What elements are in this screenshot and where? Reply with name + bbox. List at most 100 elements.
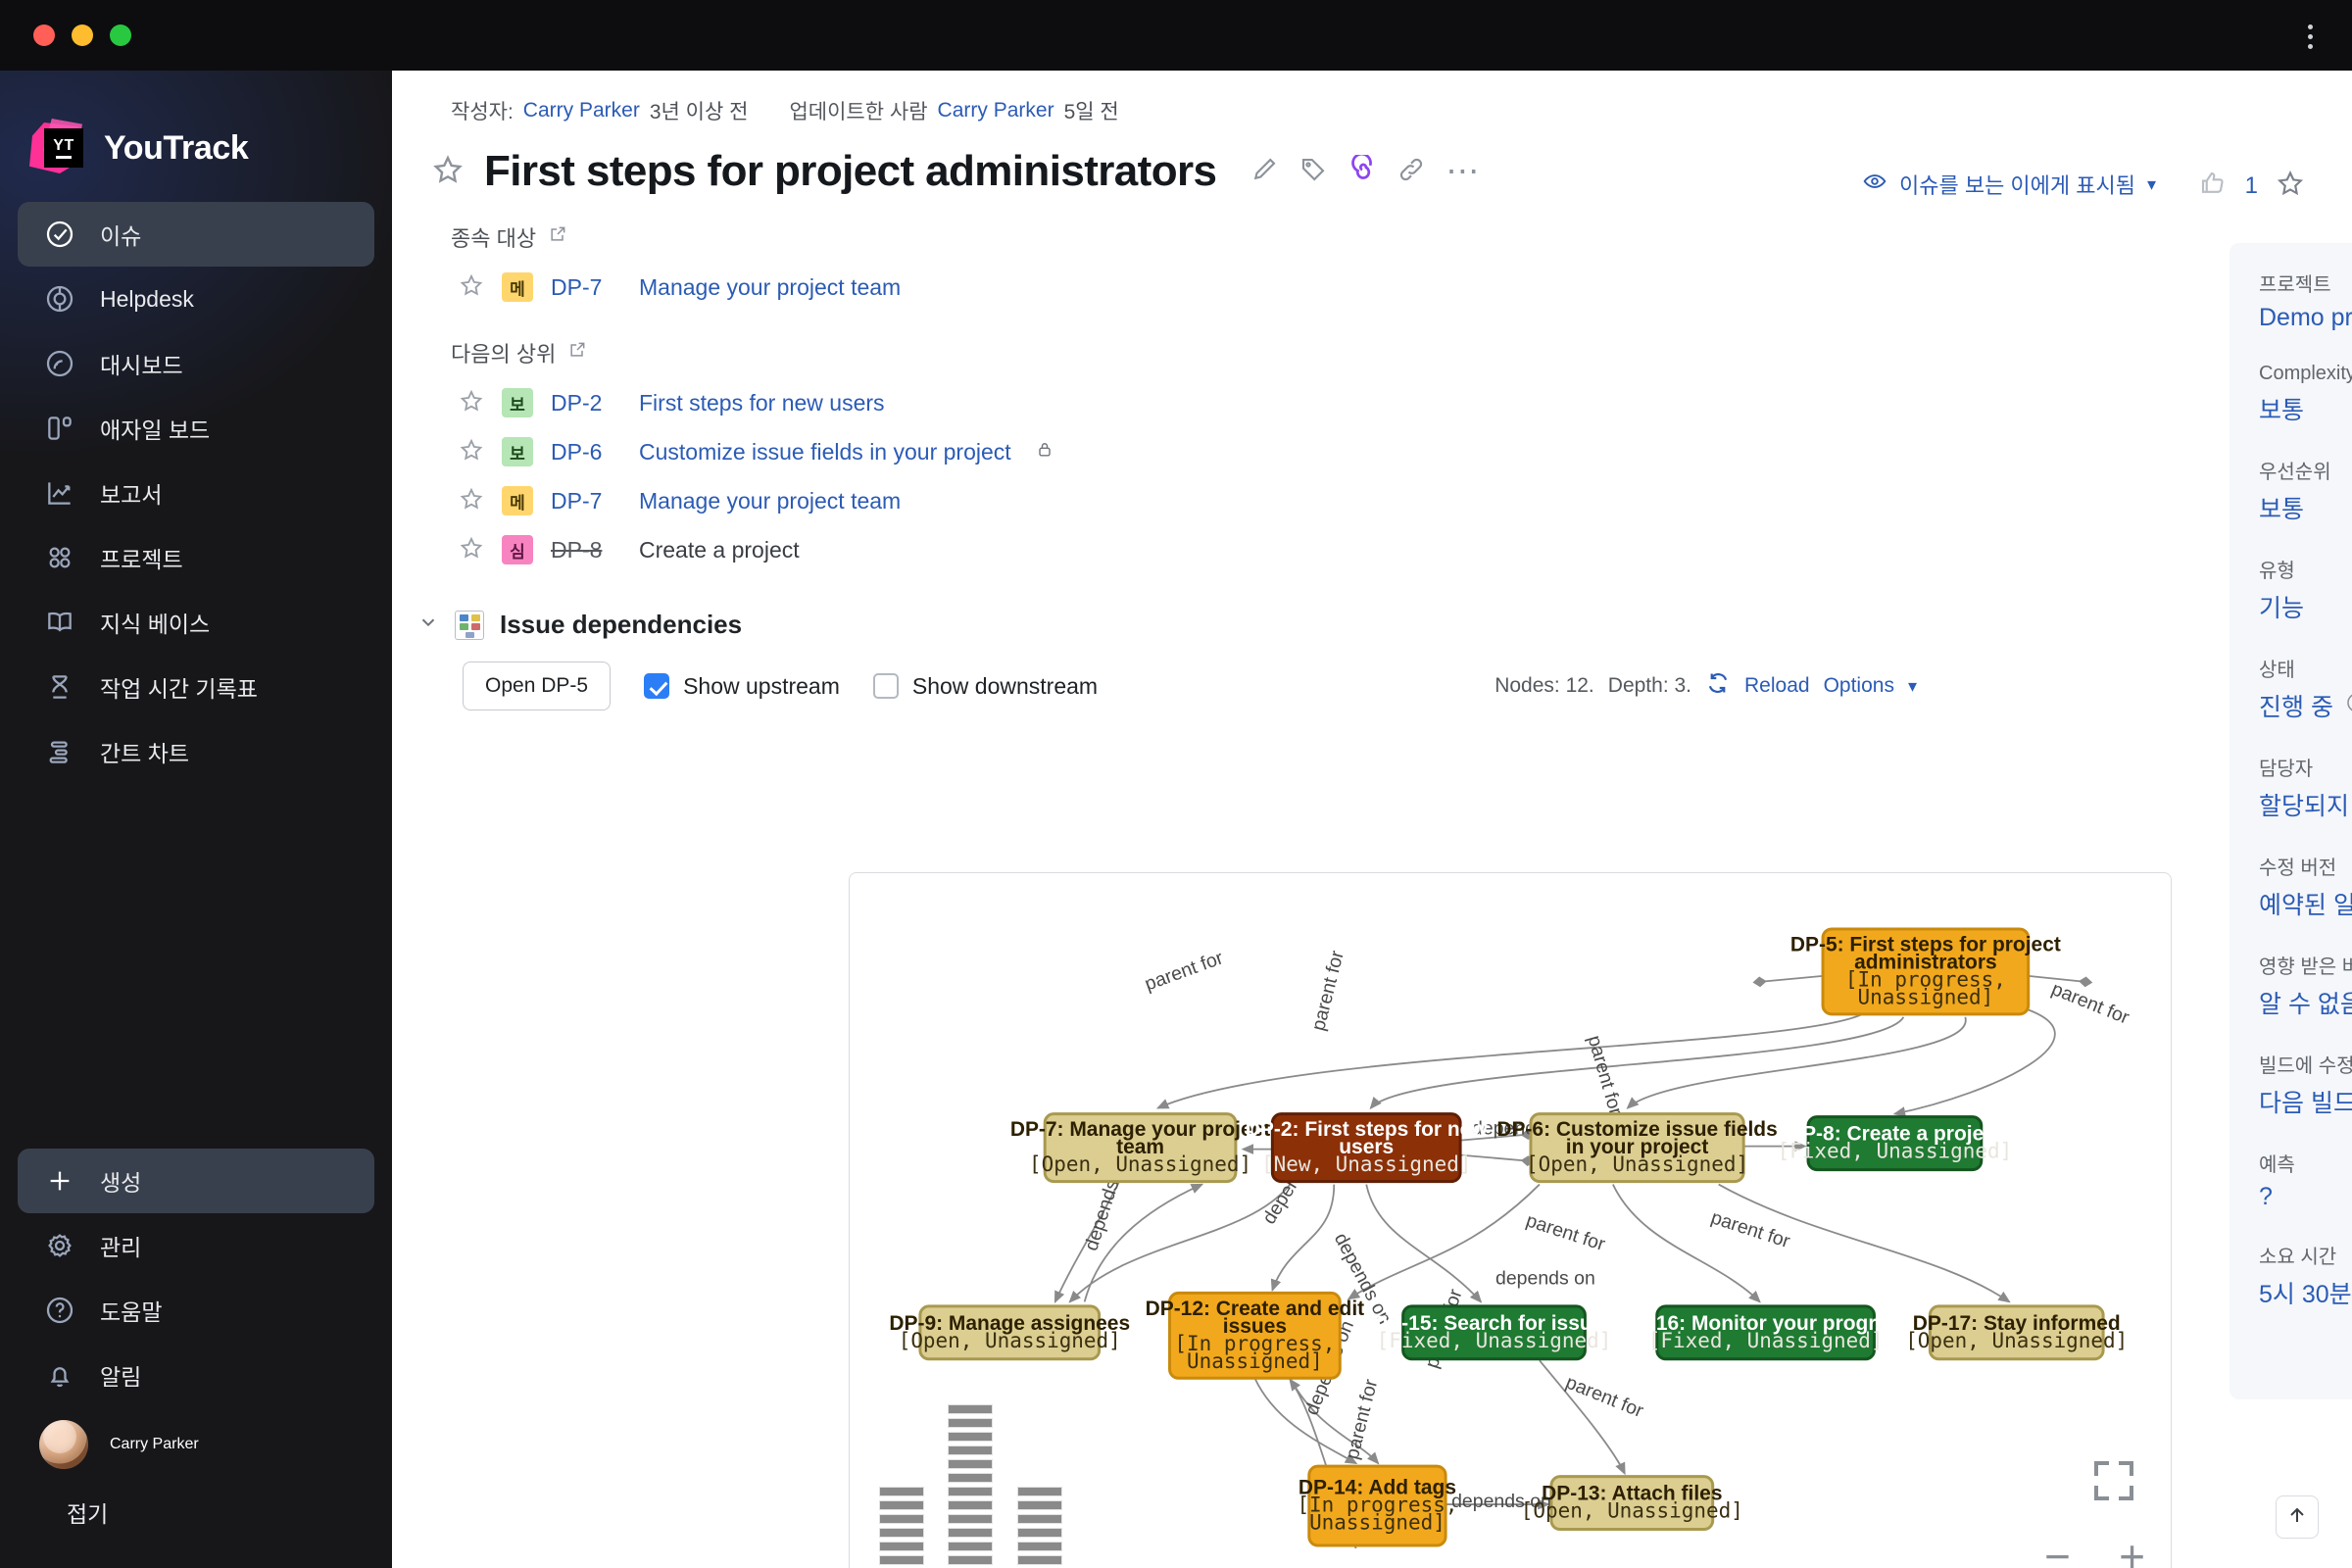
star-outline-icon[interactable] <box>459 272 484 303</box>
linked-issue-row[interactable]: 메 DP-7 Manage your project team <box>451 476 2352 525</box>
sidebar-item-administration[interactable]: 관리 <box>18 1213 374 1278</box>
issue-title-row: First steps for project administrators ⋯ <box>392 125 2352 196</box>
graph-node[interactable]: DP-5: First steps for projectadministrat… <box>1790 927 2061 1016</box>
watermark-bar-col <box>1016 1487 1062 1568</box>
star-outline-icon[interactable] <box>459 486 484 516</box>
field-value[interactable]: Demo project <box>2259 303 2352 333</box>
field-value[interactable]: 5시 30분 <box>2259 1281 2352 1308</box>
collapse-sidebar-button[interactable]: 접기 <box>18 1482 374 1543</box>
linked-issue-title[interactable]: First steps for new users <box>639 389 885 416</box>
sidebar-item-label: 도움말 <box>100 1299 163 1325</box>
star-outline-icon[interactable] <box>459 535 484 565</box>
minimize-window-button[interactable] <box>72 24 93 46</box>
linked-issue-title[interactable]: Create a project <box>639 536 800 563</box>
brand-logo-row[interactable]: YT YouTrack <box>0 98 392 186</box>
graph-node[interactable]: DP-8: Create a project[Fixed, Unassigned… <box>1778 1115 2013 1172</box>
sidebar-item-projects[interactable]: 프로젝트 <box>18 525 374 590</box>
linked-issue-id[interactable]: DP-6 <box>551 438 603 465</box>
graph-node[interactable]: DP-13: Attach files[Open, Unassigned] <box>1521 1475 1743 1532</box>
spiral-ai-icon[interactable] <box>1348 152 1377 189</box>
checkbox-box[interactable] <box>644 673 670 699</box>
linked-issue-id[interactable]: DP-7 <box>551 273 603 300</box>
sidebar-item-knowledge-base[interactable]: 지식 베이스 <box>18 590 374 655</box>
chevron-down-icon[interactable]: ▾ <box>1907 675 1917 696</box>
field-value-text[interactable]: Demo project <box>2259 304 2352 331</box>
field-value[interactable]: 보통 <box>2259 397 2305 424</box>
sidebar-item-timesheets[interactable]: 작업 시간 기록표 <box>18 655 374 719</box>
linked-issue-id[interactable]: DP-2 <box>551 389 603 416</box>
visibility-selector[interactable]: 이슈를 보는 이에게 표시됨 ▾ <box>1862 169 2156 200</box>
linked-issue-title[interactable]: Manage your project team <box>639 487 902 514</box>
field-value[interactable]: 알 수 없음 <box>2259 991 2352 1018</box>
sidebar-item-issues[interactable]: 이슈 <box>18 202 374 267</box>
scroll-to-top-button[interactable] <box>2276 1495 2319 1539</box>
field-value[interactable]: 기능 <box>2259 595 2305 622</box>
created-by-link[interactable]: Carry Parker <box>522 99 640 122</box>
tag-icon[interactable] <box>1298 155 1328 189</box>
open-issue-button[interactable]: Open DP-5 <box>463 662 612 710</box>
star-icon[interactable] <box>2276 169 2305 203</box>
options-button[interactable]: Options <box>1823 674 1894 697</box>
sidebar-item-reports[interactable]: 보고서 <box>18 461 374 525</box>
star-outline-icon[interactable] <box>459 437 484 467</box>
sidebar-item-gantt-chart[interactable]: 간트 차트 <box>18 719 374 784</box>
graph-node[interactable]: DP-14: Add tags[In progress,Unassigned] <box>1297 1464 1457 1547</box>
field-value[interactable]: 다음 빌드 <box>2259 1090 2352 1117</box>
linked-issue-id[interactable]: DP-7 <box>551 487 603 514</box>
star-outline-icon[interactable] <box>459 388 484 418</box>
graph-node[interactable]: DP-17: Stay informed[Open, Unassigned] <box>1905 1304 2128 1361</box>
external-link-icon[interactable] <box>567 340 587 366</box>
kebab-menu-icon[interactable] <box>2297 22 2323 51</box>
field-value[interactable]: 진행 중 <box>2259 688 2352 723</box>
maximize-window-button[interactable] <box>110 24 131 46</box>
sidebar-item-dashboard[interactable]: 대시보드 <box>18 331 374 396</box>
field-value-text[interactable]: 진행 중 <box>2259 694 2333 721</box>
star-outline-icon[interactable] <box>431 153 465 191</box>
updated-by-link[interactable]: Carry Parker <box>937 99 1054 122</box>
linked-issue-row[interactable]: 심 DP-8 Create a project <box>451 525 2352 574</box>
thumbs-up-icon[interactable] <box>2198 169 2228 203</box>
checkbox-box[interactable] <box>872 673 899 699</box>
sidebar-item-help[interactable]: 도움말 <box>18 1278 374 1343</box>
fullscreen-icon[interactable] <box>2094 1461 2133 1500</box>
linked-issue-title[interactable]: Manage your project team <box>639 273 902 300</box>
field-value[interactable]: 할당되지 않음 <box>2259 793 2352 820</box>
sidebar-item-agile-board[interactable]: 애자일 보드 <box>18 396 374 461</box>
link-group-label: 종속 대상 <box>451 226 537 251</box>
zoom-out-button[interactable]: − <box>2044 1531 2071 1568</box>
sidebar-item-create[interactable]: 생성 <box>18 1149 374 1213</box>
info-icon[interactable] <box>2345 691 2352 721</box>
linked-issue-title[interactable]: Customize issue fields in your project <box>639 438 1011 465</box>
refresh-icon[interactable] <box>1705 670 1731 702</box>
chevron-down-icon[interactable] <box>417 612 439 638</box>
close-window-button[interactable] <box>33 24 55 46</box>
sidebar-item-notifications[interactable]: 알림 <box>18 1343 374 1407</box>
agile-board-icon <box>43 412 76 445</box>
field-value[interactable]: ? <box>2259 1183 2273 1210</box>
show-downstream-checkbox[interactable]: Show downstream <box>872 673 1098 700</box>
more-ellipsis-icon[interactable]: ⋯ <box>1446 153 1482 190</box>
current-user[interactable]: Carry Parker <box>18 1407 374 1482</box>
dependency-graph-canvas[interactable]: parent for parent for parent for parent … <box>849 872 2172 1568</box>
linked-issue-id[interactable]: DP-8 <box>551 536 603 563</box>
graph-node[interactable]: DP-9: Manage assignees[Open, Unassigned] <box>889 1304 1130 1361</box>
show-upstream-checkbox[interactable]: Show upstream <box>644 673 840 700</box>
issue-dependencies-header[interactable]: Issue dependencies <box>392 610 1966 640</box>
edit-pencil-icon[interactable] <box>1250 155 1279 189</box>
graph-node[interactable]: DP-16: Monitor your progress[Fixed, Unas… <box>1621 1304 1911 1361</box>
linked-issue-row[interactable]: 메 DP-7 Manage your project team <box>451 263 2352 312</box>
reload-button[interactable]: Reload <box>1744 674 1810 697</box>
external-link-icon[interactable] <box>548 224 567 250</box>
field-value[interactable]: 예약된 일정 없음 <box>2259 892 2352 919</box>
graph-node[interactable]: DP-15: Search for issues[Fixed, Unassign… <box>1373 1304 1615 1361</box>
attach-link-icon[interactable] <box>1396 155 1426 189</box>
sidebar-item-helpdesk[interactable]: Helpdesk <box>18 267 374 331</box>
zoom-in-button[interactable]: + <box>2119 1531 2145 1568</box>
linked-issue-row[interactable]: 보 DP-2 First steps for new users <box>451 378 2352 427</box>
linked-issue-row[interactable]: 보 DP-6 Customize issue fields in your pr… <box>451 427 2352 476</box>
field-value[interactable]: 보통 <box>2259 496 2305 523</box>
